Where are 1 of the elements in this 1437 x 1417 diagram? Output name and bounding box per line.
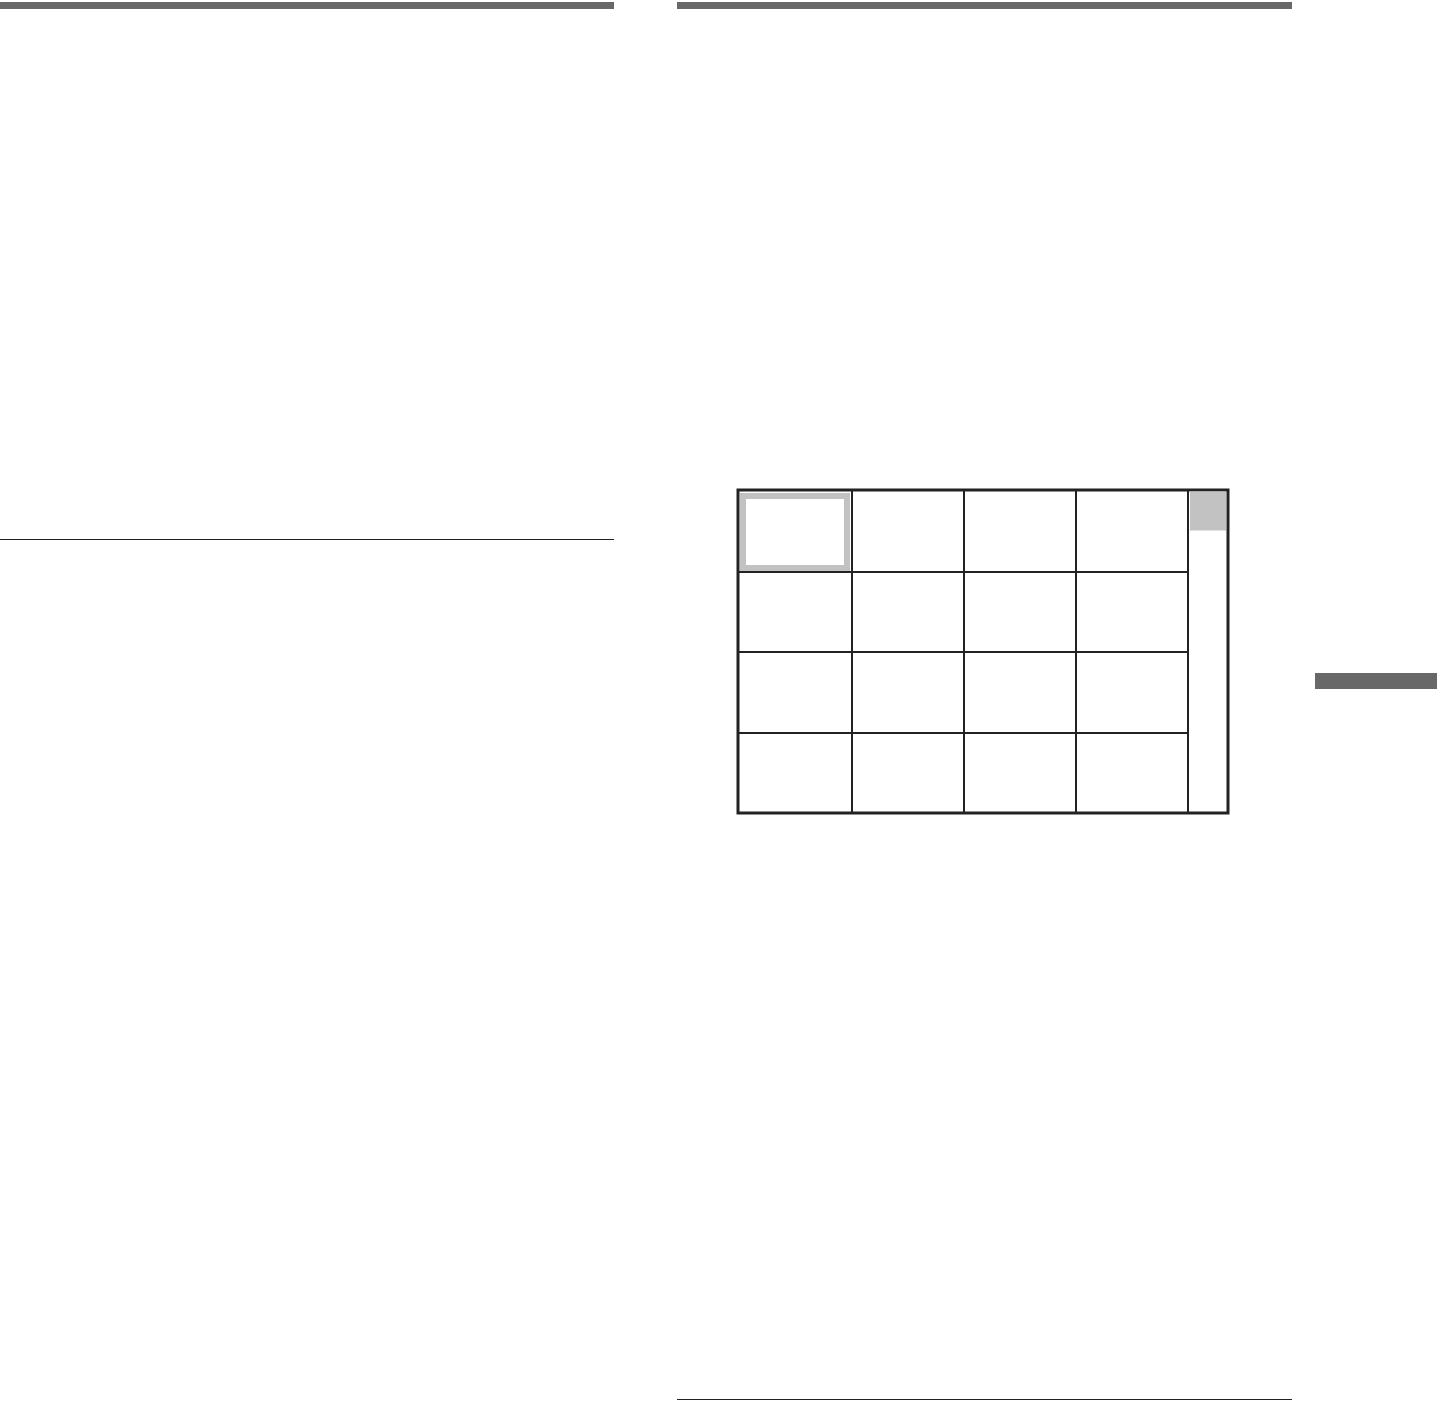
- section-tab: [1315, 673, 1437, 689]
